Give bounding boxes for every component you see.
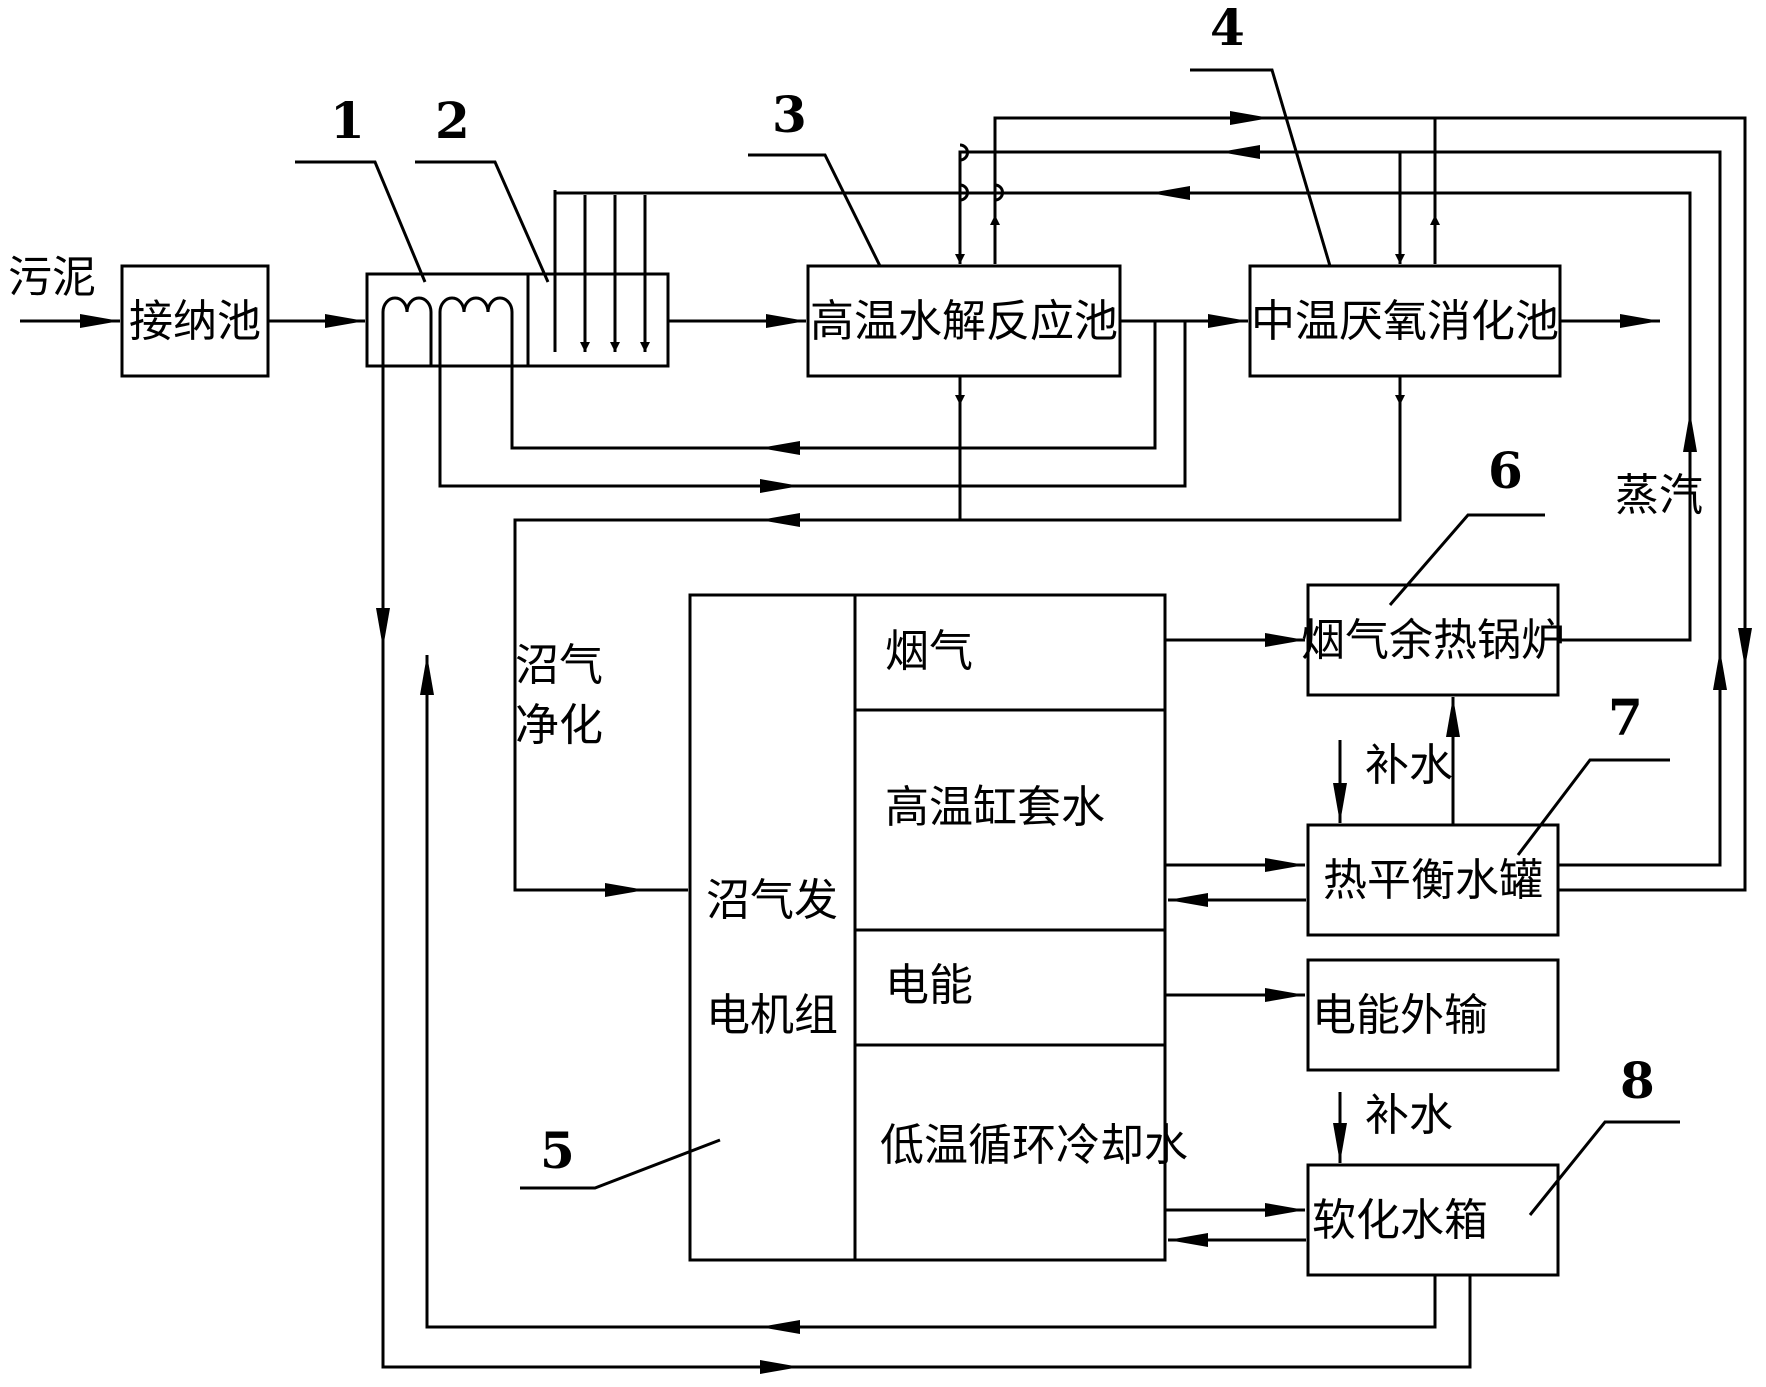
sludge-in-label: 污泥 (8, 252, 96, 303)
electricity-label: 电能 (885, 960, 973, 1011)
ref-number-8: 8 (1620, 1051, 1655, 1110)
steam-label: 蒸汽 (1615, 470, 1703, 521)
leader-3 (748, 153, 882, 267)
ref-number-6: 6 (1488, 441, 1523, 500)
low-temp-water-label: 低温循环冷却水 (880, 1120, 1188, 1171)
hydrolysis-tank-label: 高温水解反应池 (810, 296, 1118, 347)
digestion-tank-box (1248, 264, 1562, 378)
generator-label-1: 沼气发 (706, 875, 838, 926)
softened-water-tank-label: 软化水箱 (1312, 1195, 1488, 1246)
hydrolysis-tank-box (806, 264, 1122, 378)
ref-number-4: 4 (1210, 0, 1245, 57)
softened-water-tank-box (1306, 1163, 1560, 1277)
power-export-label: 电能外输 (1312, 990, 1488, 1041)
biogas-purification-label-2: 净化 (515, 700, 603, 751)
makeup-water-label-1: 补水 (1365, 740, 1453, 791)
coil-icon-1 (381, 296, 433, 366)
leader-8 (1528, 1120, 1680, 1216)
flue-gas-label: 烟气 (885, 626, 973, 677)
receiving-tank-box (120, 264, 270, 378)
ref-number-3: 3 (772, 85, 807, 144)
biogas-purification-label-1: 沼气 (515, 640, 603, 691)
heat-exchanger-box (365, 272, 530, 368)
leader-2 (415, 160, 550, 283)
receiving-tank-label: 接纳池 (129, 296, 261, 347)
ref-number-7: 7 (1608, 688, 1643, 747)
makeup-water-label-2: 补水 (1365, 1090, 1453, 1141)
ref-number-1: 1 (330, 91, 365, 150)
leader-4 (1190, 68, 1332, 267)
jacket-water-label: 高温缸套水 (885, 782, 1105, 833)
preheat-box (526, 272, 670, 368)
ref-number-2: 2 (435, 91, 470, 150)
heat-balance-tank-box (1306, 823, 1560, 937)
generator-label-2: 电机组 (706, 990, 838, 1041)
leader-6 (1388, 513, 1545, 606)
power-export-box (1306, 958, 1560, 1072)
leader-1 (295, 160, 427, 283)
waste-heat-boiler-label: 烟气余热锅炉 (1301, 615, 1565, 666)
leader-5 (520, 1138, 721, 1190)
generator-set-box (688, 593, 1167, 1262)
coil-icon-2 (438, 296, 514, 366)
ref-number-5: 5 (540, 1121, 575, 1180)
digestion-tank-label: 中温厌氧消化池 (1251, 296, 1559, 347)
heat-balance-tank-label: 热平衡水罐 (1323, 855, 1543, 906)
leader-7 (1516, 758, 1670, 856)
